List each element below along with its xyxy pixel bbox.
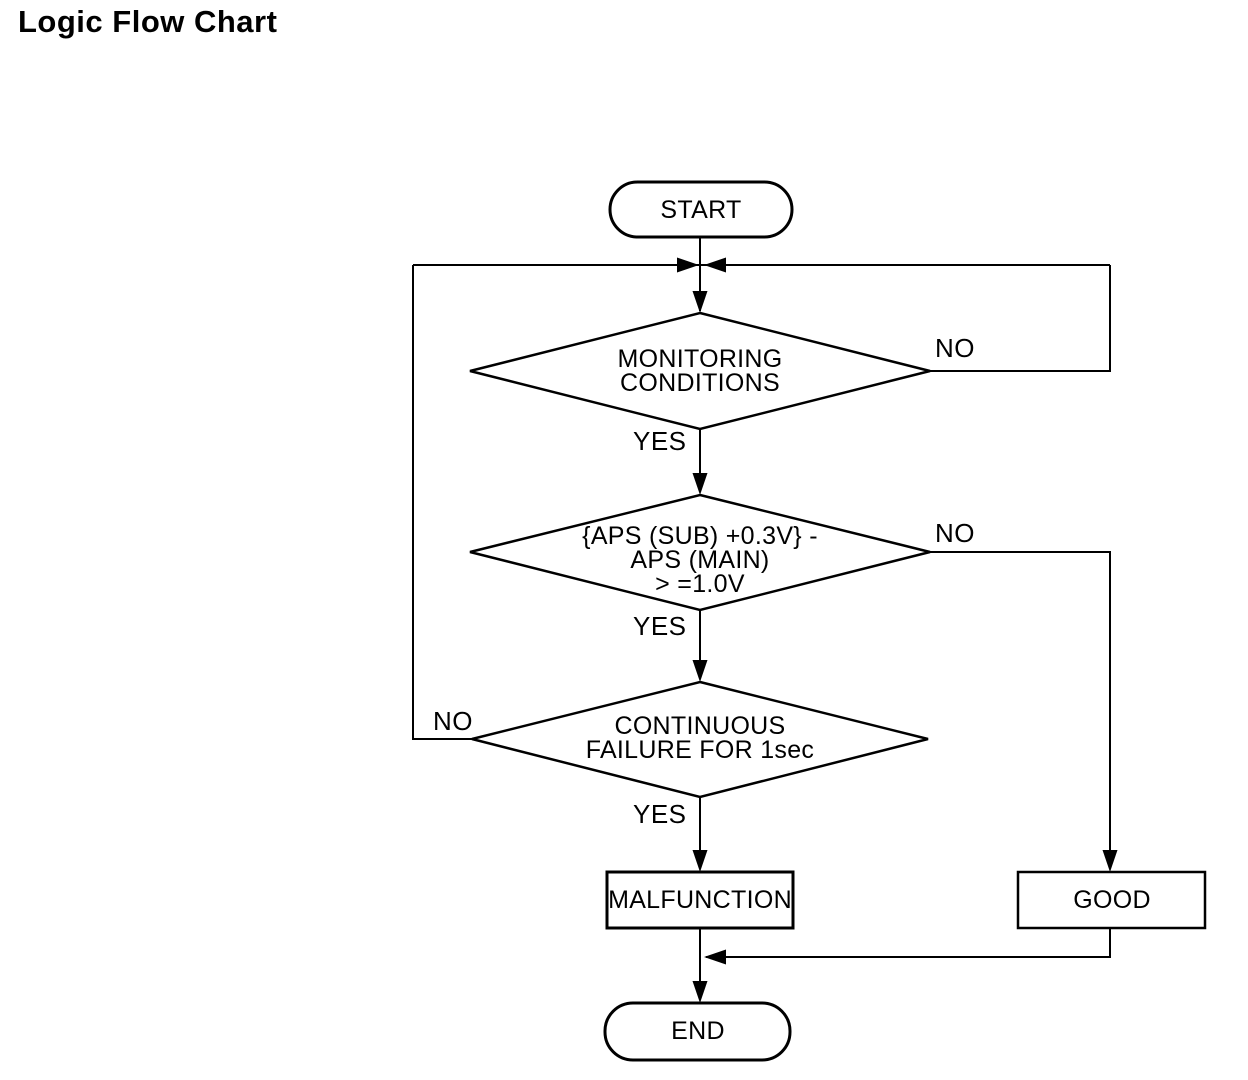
- arrowhead-into-malfunction: [692, 850, 708, 872]
- continuous-yes-label: YES: [633, 799, 687, 829]
- good-process-shape: [1016, 870, 1207, 930]
- arrowhead-into-monitoring: [692, 291, 708, 313]
- monitoring-no-label: NO: [935, 333, 975, 363]
- monitoring-decision-shape: [469, 311, 931, 431]
- arrowhead-right-rail-into-junction: [704, 257, 726, 273]
- right-rail-line-monitoring-no: [930, 265, 1111, 372]
- end-node-label: END: [671, 1017, 725, 1045]
- arrowhead-into-aps: [692, 473, 708, 495]
- arrowhead-into-good: [1102, 850, 1118, 872]
- start-node-label: START: [660, 196, 742, 224]
- arrowheads: [677, 257, 1118, 1003]
- aps-no-label: NO: [935, 518, 975, 548]
- malfunction-process-shape: [605, 870, 795, 930]
- good-node-label: GOOD: [1073, 886, 1151, 914]
- node-shapes: [469, 180, 1207, 1062]
- edge-good-merge-line: [706, 928, 1111, 958]
- left-rail-line-continuous-no: [412, 265, 475, 740]
- malfunction-node-label: MALFUNCTION: [608, 886, 792, 914]
- start-terminator-shape: [608, 180, 794, 239]
- aps-node-label: {APS (SUB) +0.3V} - APS (MAIN) > =1.0V: [582, 522, 818, 598]
- edge-lines: [412, 237, 1111, 1000]
- monitoring-node-label: MONITORING CONDITIONS: [617, 345, 783, 397]
- aps-yes-label: YES: [633, 611, 687, 641]
- continuous-no-label: NO: [433, 706, 473, 736]
- continuous-decision-shape: [471, 680, 929, 799]
- end-terminator-shape: [603, 1001, 792, 1062]
- edge-aps-no-to-good: [930, 551, 1111, 869]
- arrowhead-into-end: [692, 981, 708, 1003]
- aps-decision-shape: [469, 493, 931, 612]
- continuous-node-label: CONTINUOUS FAILURE FOR 1sec: [585, 712, 815, 764]
- arrowhead-good-merge: [704, 949, 726, 965]
- page-title: Logic Flow Chart: [18, 4, 278, 39]
- arrowhead-into-continuous: [692, 660, 708, 682]
- monitoring-yes-label: YES: [633, 426, 687, 456]
- arrowhead-left-rail-into-junction: [677, 257, 699, 273]
